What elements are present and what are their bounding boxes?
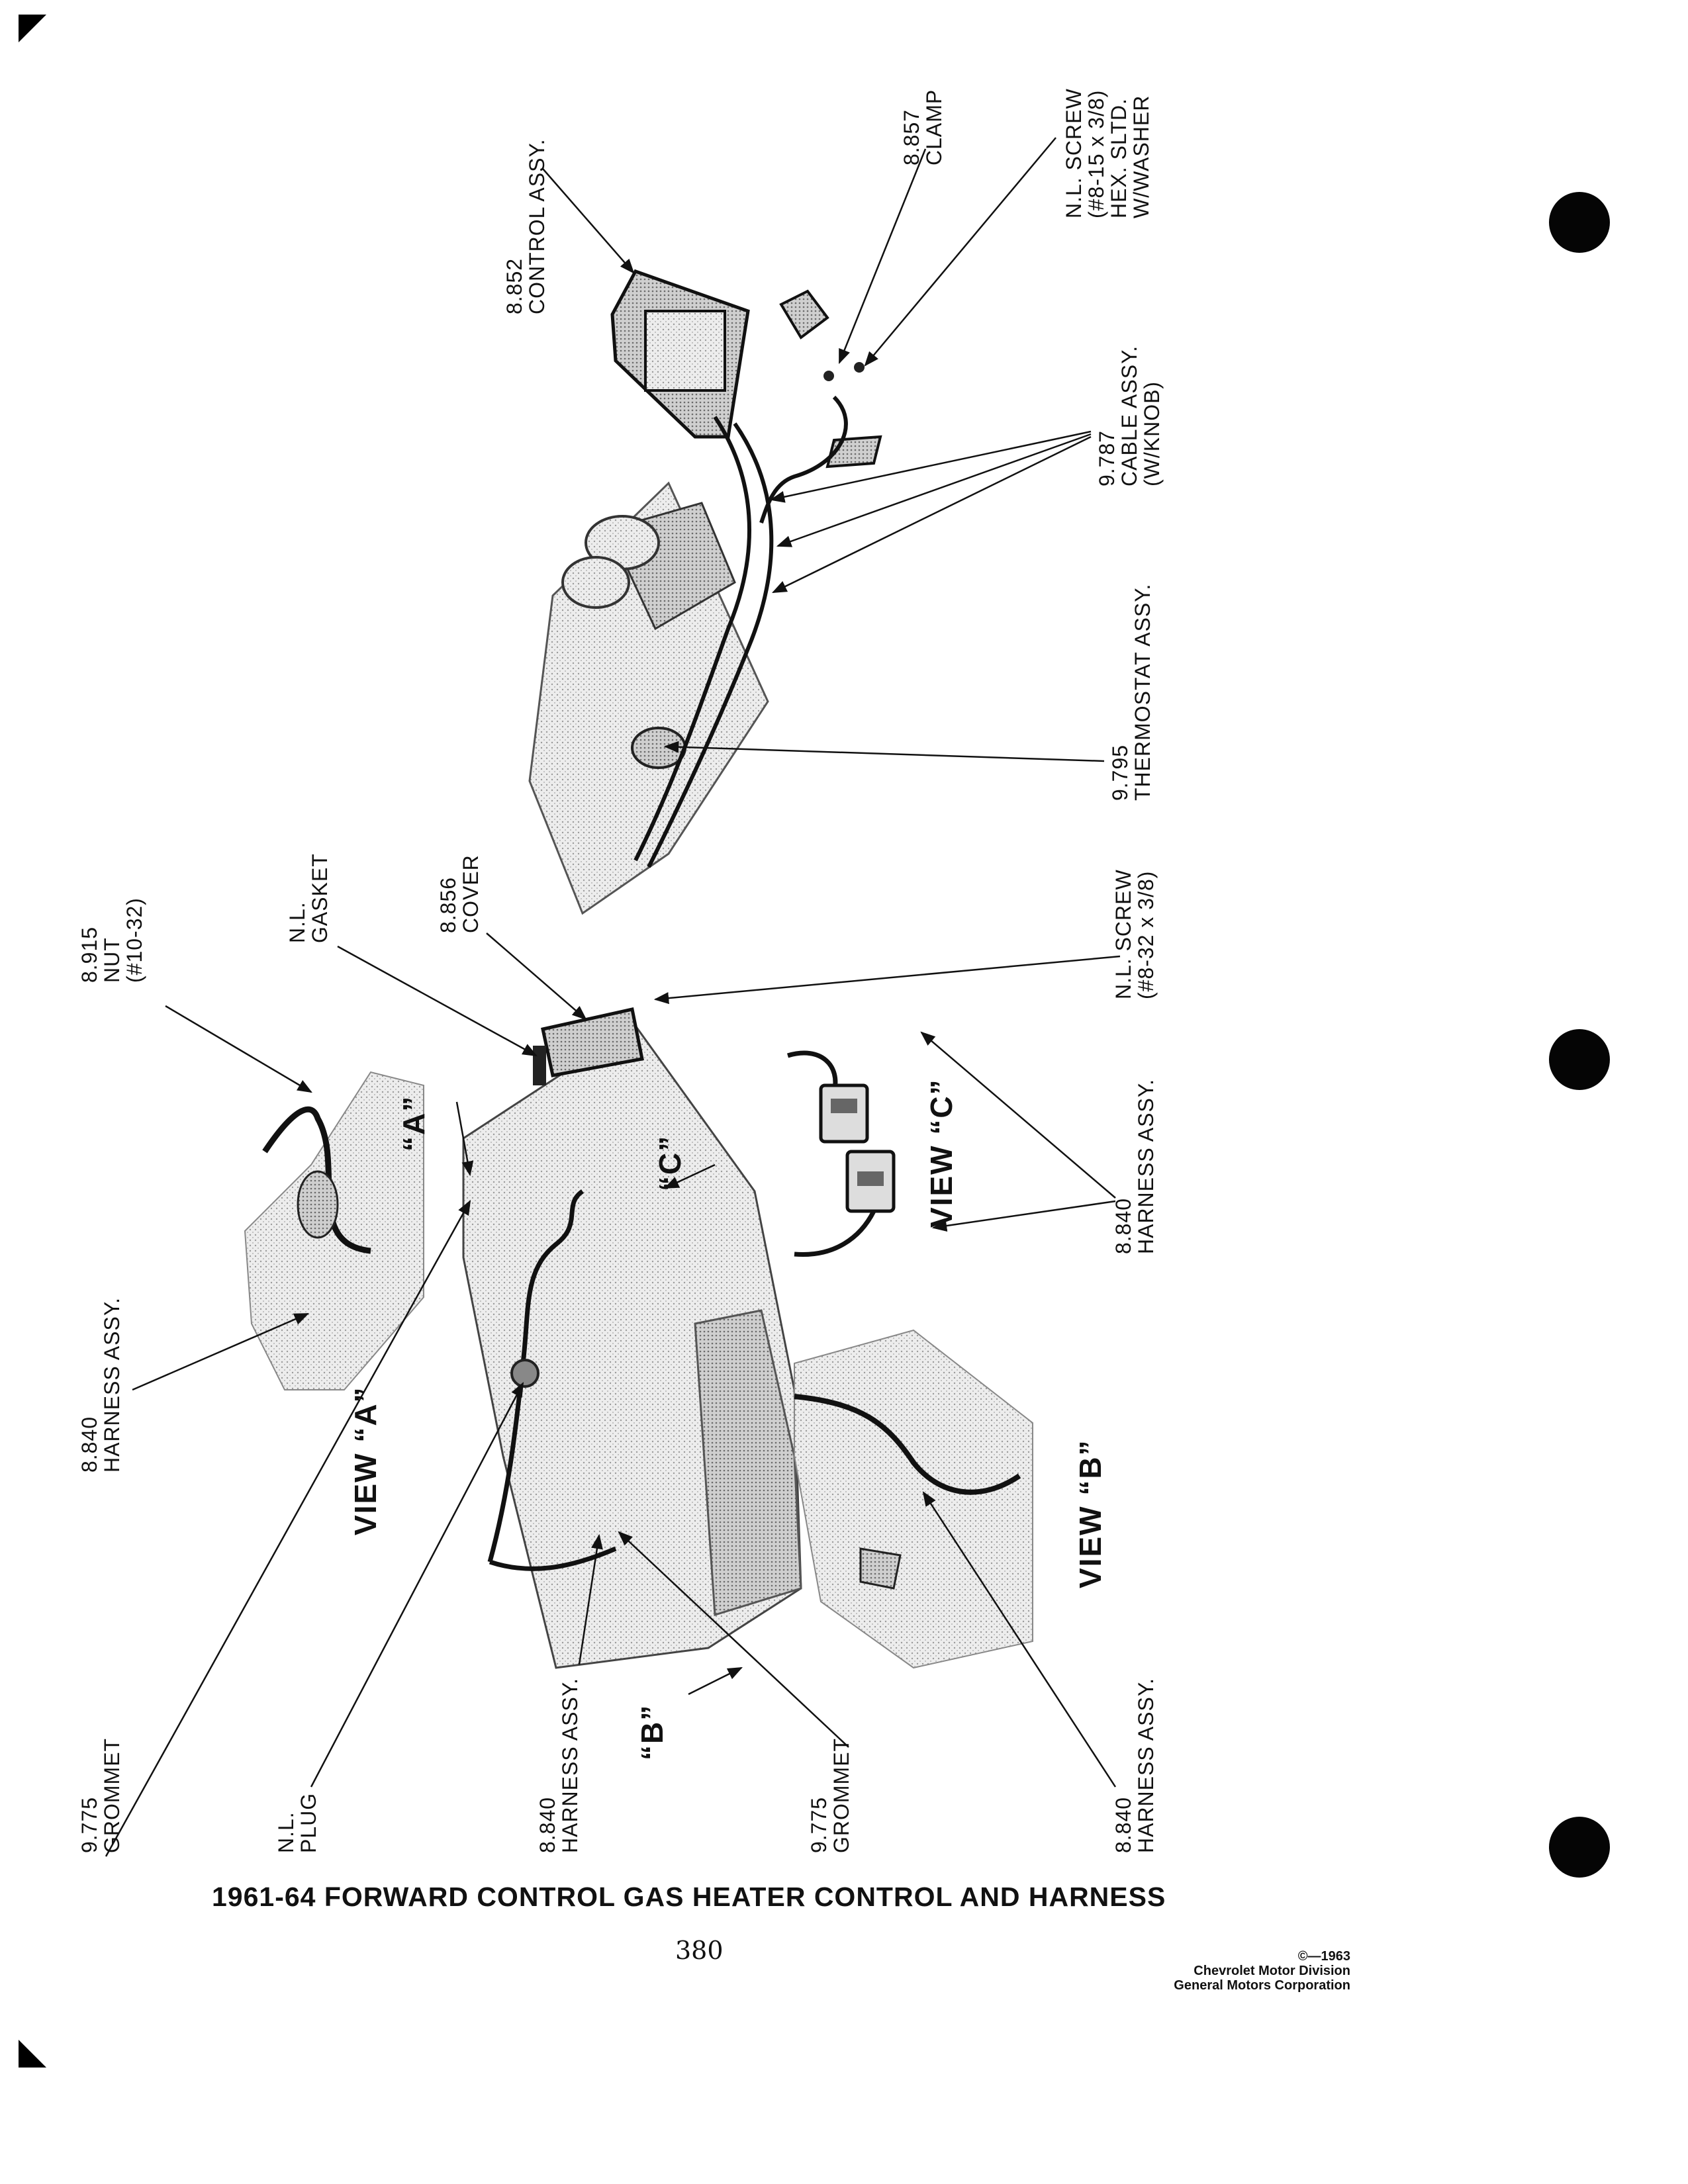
view-c-label: VIEW “C” [924, 1078, 959, 1228]
callout-harness-view-b: 8.840 HARNESS ASSY. [1111, 1678, 1158, 1853]
view-c-inset [786, 1050, 896, 1257]
view-b-inset [794, 1329, 1033, 1669]
ref-a-label: “A” [397, 1095, 431, 1152]
callout-harness-view-c: 8.840 HARNESS ASSY. [1111, 1079, 1158, 1254]
view-a-inset [244, 1071, 424, 1390]
page-title: 1961-64 FORWARD CONTROL GAS HEATER CONTR… [212, 1882, 1166, 1912]
thermostat-panel-illustration [528, 481, 769, 915]
corner-mark-bottom [19, 2040, 46, 2068]
callout-harness-center: 8.840 HARNESS ASSY. [536, 1678, 582, 1853]
punch-hole-middle [1549, 1029, 1610, 1090]
callout-control-assy: 8.852 CONTROL ASSY. [502, 138, 549, 314]
control-cables [633, 395, 848, 868]
cover-illustration [541, 1007, 644, 1077]
leader-lines [105, 137, 1121, 1857]
callout-grommet-left: 9.775 GROMMET [77, 1737, 124, 1853]
callout-harness-view-a: 8.840 HARNESS ASSY. [77, 1297, 124, 1473]
page-number: 380 [675, 1936, 724, 1965]
corner-mark-top [19, 15, 46, 42]
heater-body-illustration [462, 1007, 802, 1669]
punch-hole-top [1549, 192, 1610, 253]
callout-nl-screw-8-32: N.L. SCREW (#8-32 x 3/8) [1111, 869, 1158, 999]
callout-grommet-right: 9.775 GROMMET [807, 1737, 853, 1853]
view-a-label: VIEW “A” [348, 1386, 383, 1535]
punch-hole-bottom [1549, 1817, 1610, 1878]
grommet-illustration [510, 1359, 539, 1388]
callout-plug: N.L. PLUG [274, 1792, 320, 1853]
control-assembly-illustration [610, 269, 882, 469]
callout-cable-assy: 9.787 CABLE ASSY. (W/KNOB) [1095, 345, 1164, 486]
callout-nl-screw-hex: N.L. SCREW (#8-15 x 3/8) HEX. SLTD. W/WA… [1062, 88, 1153, 218]
harness-wires [487, 1189, 617, 1571]
callout-nut: 8.915 NUT (#10-32) [77, 897, 146, 983]
copyright-notice: ©—1963 Chevrolet Motor Division General … [1174, 1949, 1350, 1993]
callout-gasket: N.L. GASKET [285, 853, 332, 943]
ref-b-label: “B” [635, 1704, 669, 1760]
view-b-label: VIEW “B” [1073, 1439, 1107, 1588]
callout-cover: 8.856 COVER [436, 854, 483, 933]
callout-clamp: 8.857 CLAMP [900, 89, 946, 165]
ref-c-label: “C” [653, 1134, 687, 1191]
callout-thermostat-assy: 9.795 THERMOSTAT ASSY. [1108, 583, 1154, 801]
